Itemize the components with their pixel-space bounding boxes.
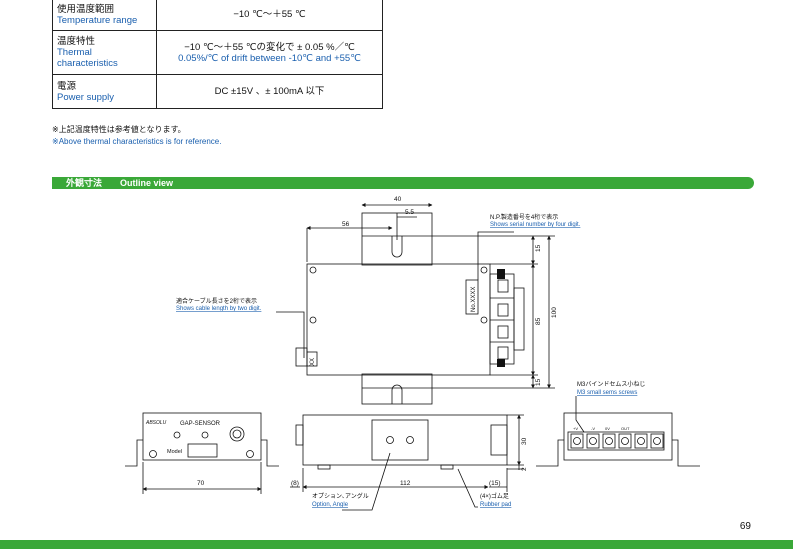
terminal-out: OUT bbox=[621, 426, 630, 431]
serial-callout-jp: N.P.製造番号を4桁で表示 bbox=[490, 213, 558, 221]
section-title-jp: 外観寸法 bbox=[66, 178, 103, 188]
dim-56: 56 bbox=[342, 221, 350, 228]
pad-callout-jp: (4×)ゴム足 bbox=[480, 492, 509, 500]
section-header: 外観寸法 Outline view bbox=[52, 177, 754, 189]
dim-30: 30 bbox=[521, 437, 528, 445]
cable-box-label: XX bbox=[310, 358, 316, 366]
pad-callout-en: Rubber pad bbox=[480, 502, 511, 508]
side-view bbox=[290, 414, 524, 511]
terminal-mv: -V bbox=[591, 426, 595, 431]
note-en: ※Above thermal characteristics is for re… bbox=[52, 137, 222, 146]
row-value: DC ±15V 、± 100mA 以下 bbox=[156, 74, 383, 109]
top-view bbox=[276, 203, 555, 405]
terminal-0v: 0V bbox=[605, 426, 610, 431]
section-title-en: Outline view bbox=[120, 178, 174, 188]
screws-callout-jp: M3バインドセムス小ねじ bbox=[577, 380, 645, 388]
cable-callout-en: Shows cable length by two digit. bbox=[176, 306, 262, 312]
dim-112: 112 bbox=[400, 480, 411, 487]
terminal-pv: +V bbox=[573, 426, 578, 431]
outline-drawing: 40 5.5 56 15 85 100 15 70 (8) 112 (15) 3… bbox=[125, 196, 700, 511]
dim-15-bottom: 15 bbox=[535, 378, 542, 386]
footer-bar bbox=[0, 540, 793, 549]
dim-85: 85 bbox=[535, 317, 542, 325]
model-label: Model bbox=[167, 449, 182, 455]
front-view bbox=[125, 412, 279, 494]
dim-2: 2 bbox=[521, 467, 528, 471]
note-jp: ※上記温度特性は参考値となります。 bbox=[52, 125, 186, 134]
brand-logo: ABSOLU bbox=[145, 420, 167, 426]
product-name: GAP-SENSOR bbox=[180, 421, 221, 427]
dim-70: 70 bbox=[197, 480, 205, 487]
option-callout-jp: オプション､アングル bbox=[312, 492, 369, 500]
serial-callout-en: Shows serial number by four digit. bbox=[490, 222, 581, 228]
dim-5-5: 5.5 bbox=[405, 209, 414, 216]
page-number: 69 bbox=[739, 521, 751, 532]
dim-15-top: 15 bbox=[535, 244, 542, 252]
screws-callout-en: M3 small sems screws bbox=[577, 390, 637, 396]
dim-8: (8) bbox=[291, 480, 299, 487]
serial-box-label: No.XXXX bbox=[471, 287, 477, 312]
option-callout-en: Option, Angle bbox=[312, 502, 349, 508]
cable-callout-jp: 適合ケーブル長さを2桁で表示 bbox=[176, 297, 257, 305]
dim-15-paren: (15) bbox=[489, 480, 501, 487]
rear-view bbox=[536, 396, 700, 467]
row-value: −10 ℃〜＋55 ℃ bbox=[156, 0, 383, 31]
dim-100: 100 bbox=[551, 307, 558, 318]
dim-40: 40 bbox=[394, 196, 402, 203]
